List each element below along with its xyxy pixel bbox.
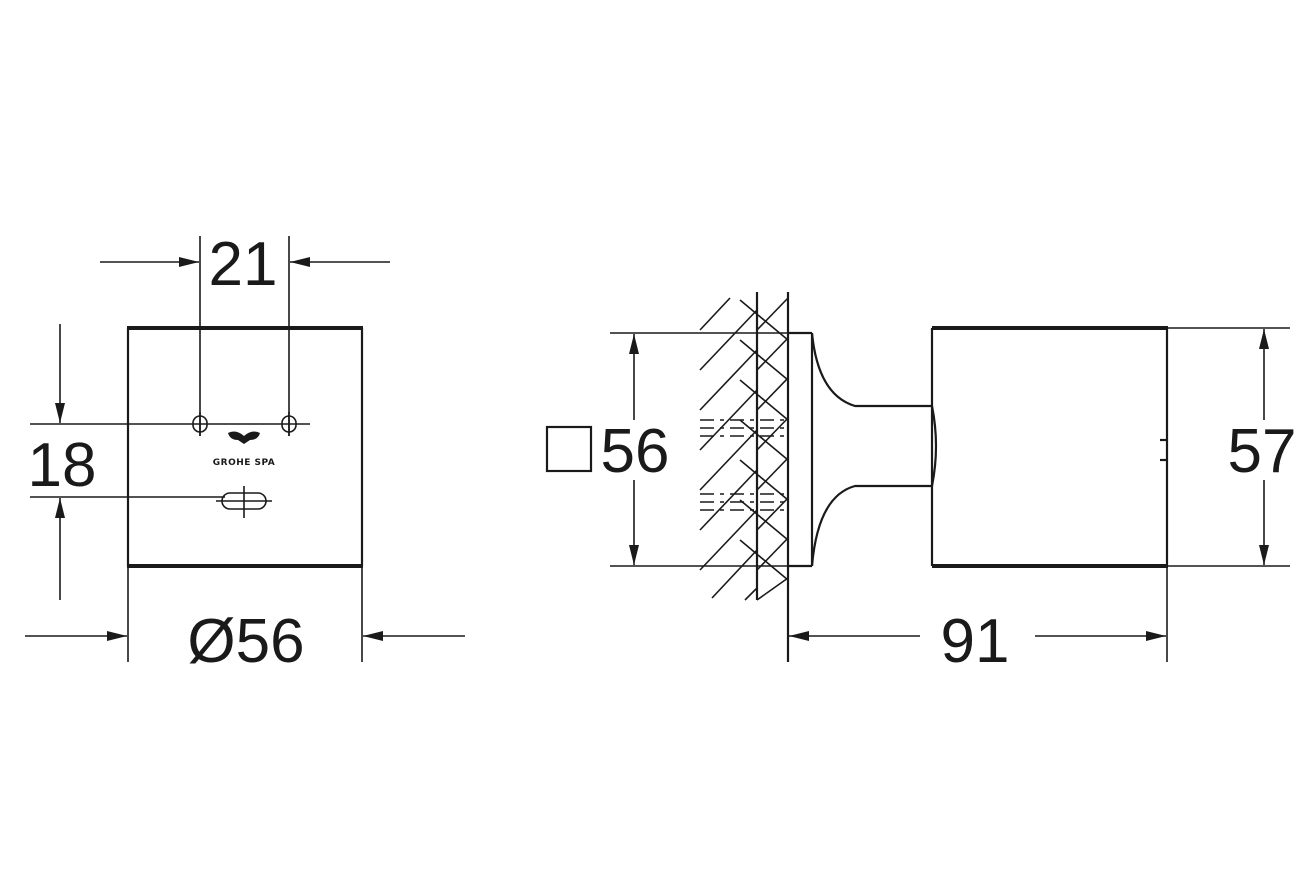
grohe-logo <box>228 431 260 444</box>
holder-body <box>930 326 1169 568</box>
dimension-91 <box>789 566 1168 662</box>
dimension-57 <box>1168 327 1290 567</box>
wall-plate <box>788 331 814 568</box>
square-symbol <box>545 425 593 473</box>
dimension-18 <box>30 324 310 600</box>
dimension-square-56 <box>545 332 788 567</box>
dim-label-diameter-56: Ø56 <box>187 607 304 676</box>
dim-label-91: 91 <box>941 607 1010 676</box>
wall-hatching <box>699 292 790 662</box>
dim-label-square-56: 56 <box>601 417 670 486</box>
brand-text: GROHE SPA <box>213 458 276 468</box>
holder-neck <box>810 332 938 567</box>
front-body-outline <box>126 326 364 568</box>
dimension-diameter-56 <box>25 566 465 662</box>
dim-label-21: 21 <box>209 230 278 299</box>
dim-label-57: 57 <box>1228 417 1297 486</box>
dimension-21 <box>100 236 390 436</box>
screw-hidden-lines <box>700 419 785 511</box>
dim-label-18: 18 <box>28 431 97 500</box>
side-view: 56 57 91 <box>545 292 1297 676</box>
front-view: GROHE SPA 21 18 Ø56 <box>25 230 465 676</box>
